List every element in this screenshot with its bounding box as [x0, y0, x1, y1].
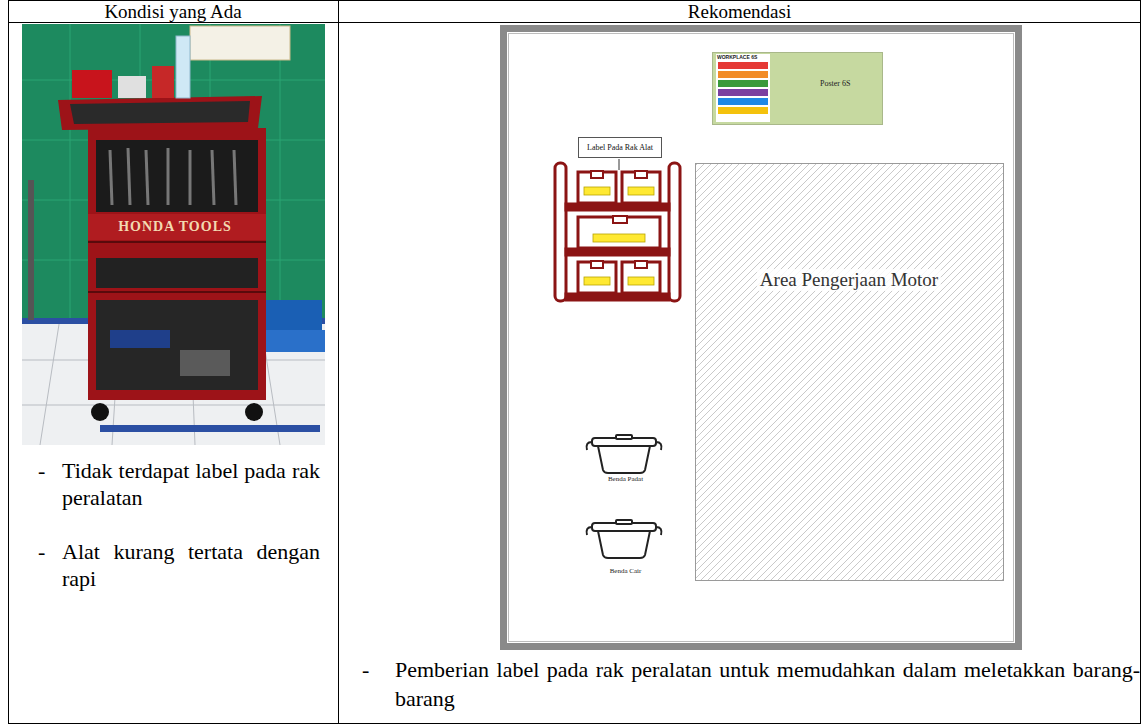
node-text: Benda Cair — [575, 567, 676, 575]
cart-brand-text: HONDA TOOLS — [80, 218, 270, 236]
container-solid: Benda Padat — [575, 430, 676, 485]
leader-line — [619, 159, 620, 170]
column-header: Kondisi yang Ada — [8, 1, 338, 22]
bullet-text: Alat kurang tertata dengan rapi — [62, 538, 320, 592]
container-icon — [587, 520, 662, 558]
bullet-text: Pemberian label pada rak peralatan untuk… — [395, 655, 1140, 713]
label-box: Label Pada Rak Alat — [578, 137, 662, 158]
tool-rack — [555, 163, 680, 301]
frame-inner-line — [509, 34, 1014, 642]
yellow-labels — [584, 187, 654, 285]
container-liquid: Benda Cair — [575, 515, 676, 577]
table-grid — [8, 0, 1141, 724]
container-icon — [587, 435, 662, 473]
bullet-text: Tidak terdapat label pada rak peralatan — [62, 457, 320, 511]
node-text: Label Pada Rak Alat — [579, 143, 661, 152]
node-text: WORKPLACE 6S — [717, 54, 757, 61]
bullet-dash: - — [362, 655, 369, 684]
column-header: Rekomendasi — [338, 1, 1141, 22]
tool-cart-photo — [22, 24, 325, 445]
bullet-dash: - — [38, 538, 45, 565]
work-area: Area Pengerjaan Motor — [695, 163, 1003, 580]
poster-box: WORKPLACE 6S Poster 6S — [712, 52, 882, 124]
bullet-dash: - — [38, 457, 45, 484]
node-text: Benda Padat — [575, 475, 676, 483]
node-text: Poster 6S — [820, 79, 850, 88]
node-text: Area Pengerjaan Motor — [757, 269, 941, 291]
poster-graphic — [713, 53, 883, 125]
diagram-frame — [504, 29, 1019, 647]
work-area-hatch — [696, 164, 1004, 581]
